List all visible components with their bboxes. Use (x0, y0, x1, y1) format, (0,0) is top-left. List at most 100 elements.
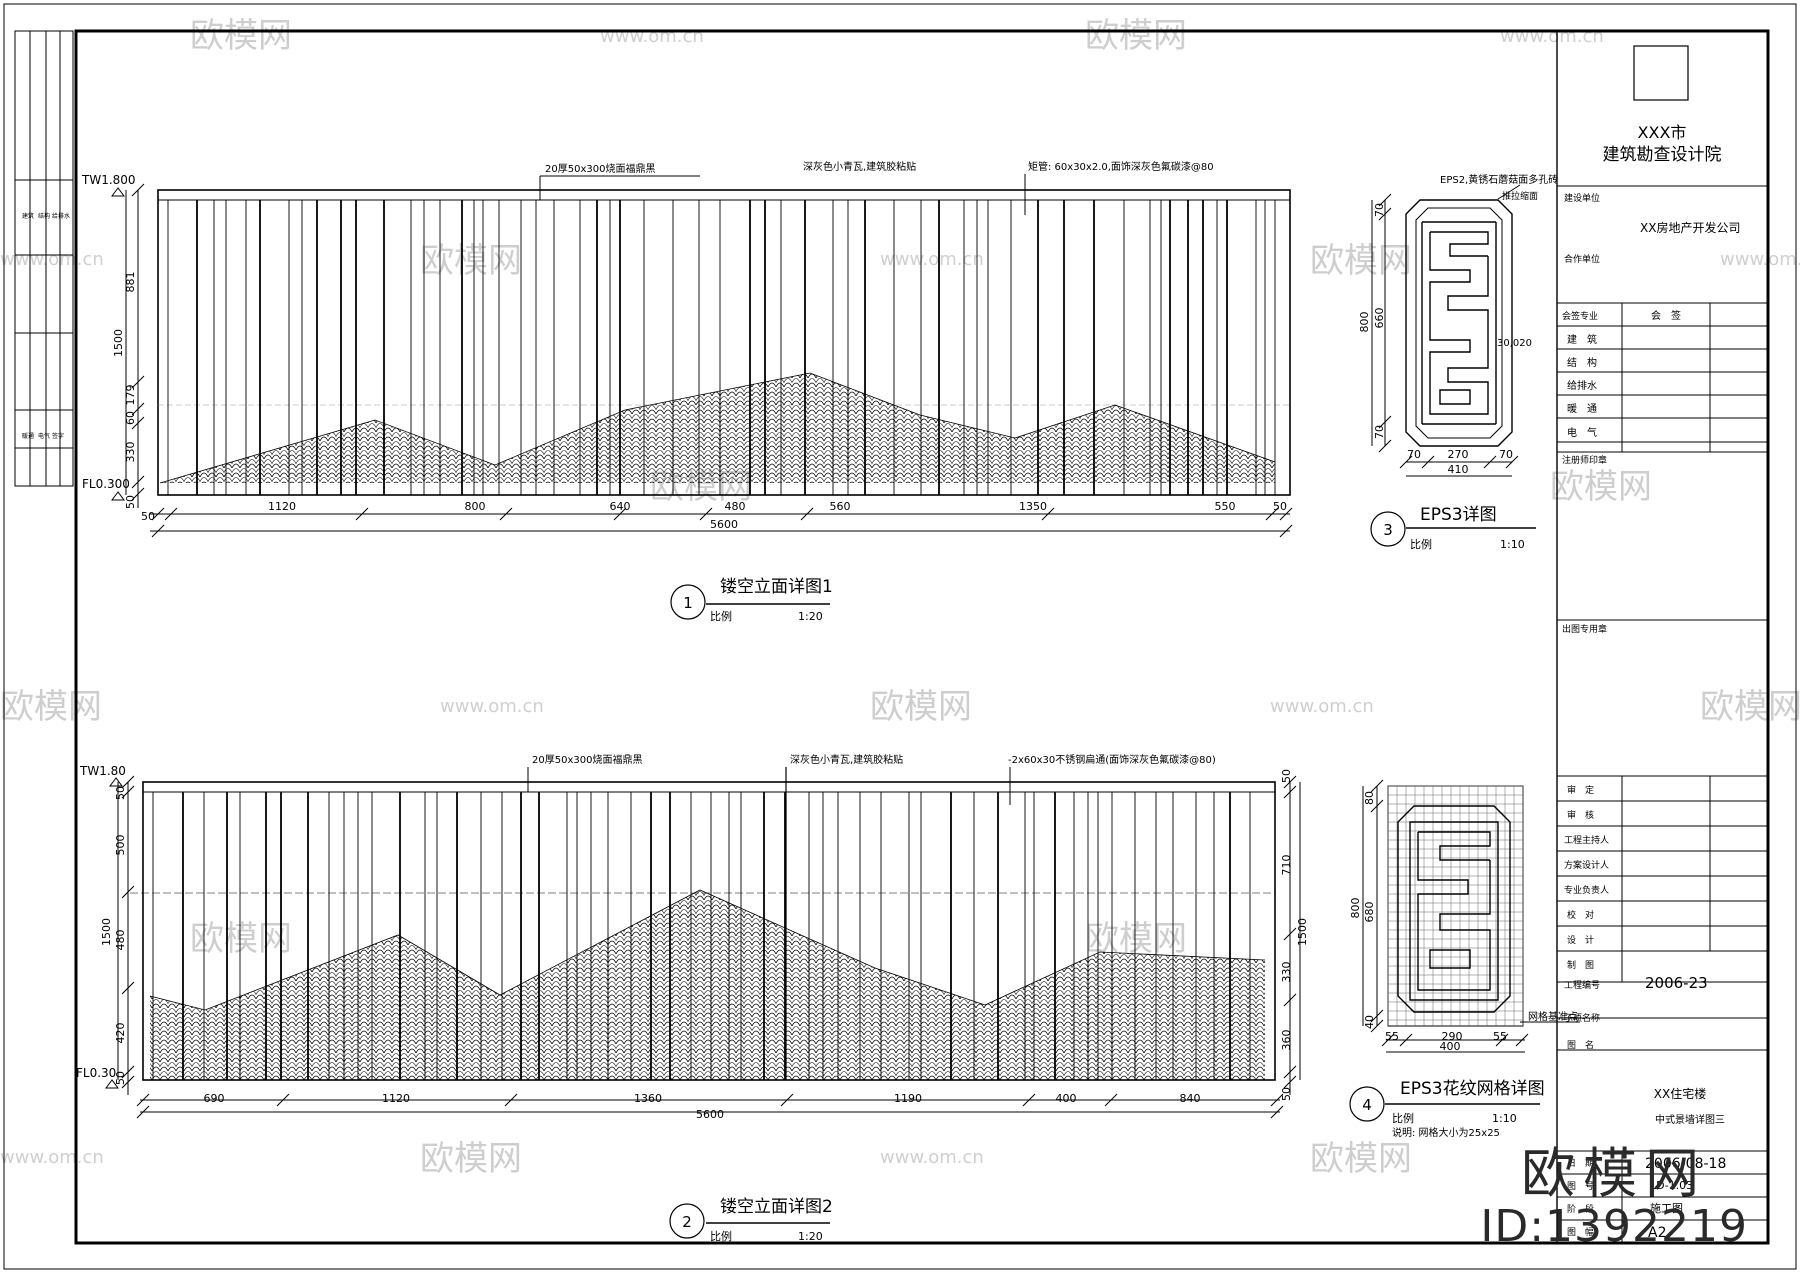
note-tube: -2x60x30不锈钢扁通(面饰深灰色氟碳漆@80) (1008, 753, 1216, 766)
margin-strip: 建筑 结构 给排水 暖通 电气 签字 (14, 30, 74, 487)
dim-total: 410 (1448, 463, 1469, 476)
svg-text:欧模网: 欧模网 (870, 687, 972, 727)
review-header: 会 签 (1651, 309, 1681, 322)
note-tile: 深灰色小青瓦,建筑胶粘贴 (790, 753, 903, 766)
size-label: 图 幅 (1567, 1226, 1594, 1238)
level-bottom: FL0.300 (82, 477, 130, 491)
dim-total: 5600 (696, 1108, 724, 1121)
dim-left-total: 800 (1358, 312, 1371, 333)
dim-left: 50 (114, 786, 127, 800)
dim-bottom-ticks (136, 1093, 1284, 1119)
margin-strip-item: 签字 (52, 432, 64, 440)
title-block: XXX市 建筑勘查设计院 建设单位 XX房地产开发公司 合作单位 会签专业 会 … (1556, 31, 1769, 1243)
svg-text:欧模网: 欧模网 (0, 687, 102, 727)
scale-label: 比例 (710, 1229, 732, 1243)
margin-strip-item: 建筑 (22, 212, 34, 220)
margin-strip-item: 电气 (38, 432, 50, 440)
signoff-role: 方案设计人 (1564, 859, 1609, 871)
dim-bottom: 400 (1056, 1092, 1077, 1105)
phase-label: 阶 段 (1567, 1203, 1594, 1215)
signoff-role: 工程主持人 (1564, 834, 1609, 846)
dim-bottom: 55 (1493, 1030, 1507, 1043)
dim-right: 50 (1280, 769, 1293, 783)
drawing-name: 中式景墙详图三 (1655, 1113, 1725, 1126)
scale-value: 1:20 (798, 610, 823, 623)
discipline: 建 筑 (1567, 333, 1597, 346)
dim-left: 330 (124, 442, 137, 463)
inner-border (74, 29, 1770, 1245)
dim-left-marks (131, 183, 145, 501)
dim-bottom: 840 (1180, 1092, 1201, 1105)
dim-left: 420 (114, 1023, 127, 1044)
dim-left: 50 (114, 1071, 127, 1085)
discipline: 结 构 (1567, 356, 1597, 369)
svg-text:欧模网: 欧模网 (420, 241, 522, 281)
svg-text:www.om.cn: www.om.cn (880, 249, 984, 270)
dim-left: 680 (1363, 902, 1376, 923)
dim-left: 70 (1373, 203, 1386, 217)
tile-ridge-line (159, 372, 1276, 484)
client-label: 建设单位 (1564, 192, 1600, 204)
svg-text:欧模网: 欧模网 (1310, 241, 1412, 281)
note-datum: 网格基准点 (1528, 1010, 1578, 1023)
watermark-id-stamp: 欧模网 ID:1392219 (1480, 1145, 1748, 1251)
dim-bottom: 1350 (1019, 500, 1047, 513)
notes-label: 注册师印章 (1562, 454, 1607, 466)
watermark-brand: 欧模网 欧模网 欧模网 欧模网 欧模网 欧模网 欧模网 欧模网 欧模网 欧模网 … (0, 16, 1800, 1179)
elevation-detail-1: TW1.800 FL0.300 20厚50x300烧面福鼎黑 深灰色小青瓦,建筑… (81, 160, 1293, 623)
grid-note: 说明: 网格大小为25x25 (1392, 1126, 1500, 1139)
svg-text:欧模网: 欧模网 (1085, 16, 1187, 56)
review-label: 会签专业 (1562, 310, 1598, 322)
dim-right: 50 (1280, 1087, 1293, 1101)
dim-left: 179 (124, 385, 137, 406)
drawing-title: EPS3详图 (1420, 505, 1497, 525)
scale-value: 1:20 (798, 1230, 823, 1243)
dim-left-total: 1500 (112, 329, 125, 357)
margin-strip-item: 暖通 (22, 432, 34, 440)
title-number: 2 (682, 1213, 692, 1231)
tile-ridge-line (149, 889, 1266, 1011)
dim-right: 710 (1280, 855, 1293, 876)
scale-value: 1:10 (1492, 1112, 1517, 1125)
dim-left: 660 (1373, 308, 1386, 329)
sheet-no: LD-1.03 (1650, 1179, 1693, 1192)
panel-outline (1397, 805, 1511, 1013)
institute-line2: 建筑勘查设计院 (1603, 145, 1722, 165)
fret-pattern (1409, 821, 1499, 1001)
scale-value: 1:10 (1500, 538, 1525, 551)
drawing-title: 镂空立面详图1 (720, 577, 833, 597)
dim-bottom: 50 (141, 510, 155, 523)
date: 2006-08-18 (1645, 1156, 1726, 1172)
dim-left: 60 (124, 411, 137, 425)
logo-box (1633, 45, 1689, 101)
dim-left: 70 (1373, 425, 1386, 439)
dim-bottom: 70 (1499, 448, 1513, 461)
dim-right: 360 (1280, 1030, 1293, 1051)
svg-text:www.om.cn: www.om.cn (880, 1147, 984, 1168)
tile-infill (150, 890, 1265, 1080)
subitem-label: 子项名称 (1564, 1012, 1600, 1024)
stamp-id: ID:1392219 (1480, 1201, 1748, 1252)
svg-text:www.om.cn: www.om.cn (0, 249, 104, 270)
dim-right: 330 (1280, 962, 1293, 983)
eps3-grid-detail: 80 680 40 800 网格基准点 55 290 55 400 4 EPS3… (1349, 779, 1580, 1139)
stamp-label: 出图专用章 (1562, 623, 1607, 635)
dim-bottom: 550 (1215, 500, 1236, 513)
dim-left: 480 (114, 930, 127, 951)
fret-pattern (1421, 221, 1497, 425)
svg-text:www.om.cn: www.om.cn (600, 26, 704, 47)
signoff-role: 审 核 (1567, 809, 1594, 821)
review-table: 会签专业 会 签 建 筑 结 构 给排水 暖 通 电 气 注册师印章 (1557, 303, 1768, 466)
dim-left: 50 (124, 495, 137, 509)
sheet-no-label: 图 号 (1567, 1181, 1594, 1192)
level-top: TW1.80 (79, 764, 126, 778)
panel-outline (1405, 199, 1513, 447)
discipline: 电 气 (1567, 426, 1597, 439)
signoff-role: 校 对 (1567, 909, 1594, 921)
svg-text:欧模网: 欧模网 (190, 16, 292, 56)
tube-bars (167, 200, 1276, 495)
dim-right-marks (1283, 775, 1297, 1089)
note-tube: 矩管: 60x30x2.0,面饰深灰色氟碳漆@80 (1028, 160, 1214, 173)
dim-bottom: 290 (1442, 1030, 1463, 1043)
dim-left: 500 (114, 835, 127, 856)
